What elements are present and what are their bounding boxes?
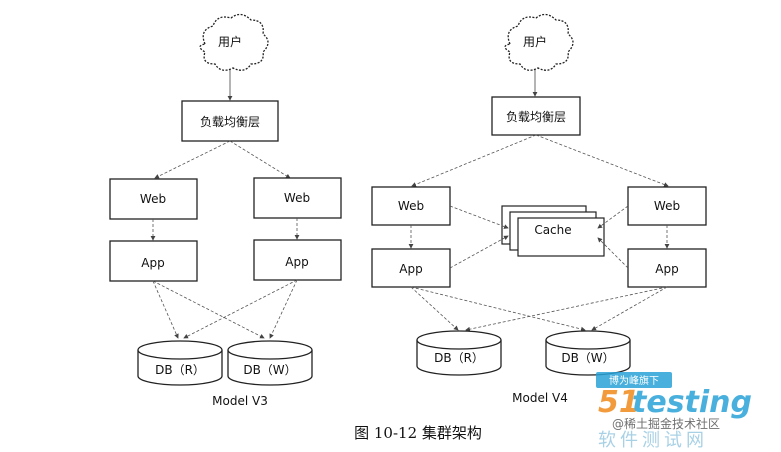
model-v4-label: Model V4 xyxy=(512,391,568,405)
db-read-left: DB（R） xyxy=(137,340,223,386)
model-v4-diagram: 用户 负载均衡层 Web Web App App xyxy=(371,13,707,405)
web-label: Web xyxy=(140,192,166,206)
figure-caption: 图 10-12 集群架构 xyxy=(354,424,482,442)
cache-label: Cache xyxy=(534,223,571,237)
web-server-left-2: Web xyxy=(253,177,342,219)
model-v3-label: Model V3 xyxy=(212,394,268,408)
watermark-testing: testing xyxy=(632,385,752,420)
user-cloud-left: 用户 xyxy=(199,13,269,71)
app-label: App xyxy=(399,262,422,276)
load-balancer-right: 负载均衡层 xyxy=(491,96,581,136)
watermark-cn-name: 软件测试网 xyxy=(598,430,708,448)
51testing-watermark: 博为峰旗下 51 testing @稀土掘金技术社区 软件测试网 xyxy=(596,372,752,451)
user-label-right: 用户 xyxy=(523,34,547,49)
web-label: Web xyxy=(398,199,424,213)
model-v3-diagram: 用户 负载均衡层 Web Web App App xyxy=(109,13,342,408)
app-server-right-2: App xyxy=(627,248,707,288)
db-write-left: DB（W） xyxy=(227,340,313,386)
watermark-badge: 博为峰旗下 xyxy=(609,374,659,387)
db-write-label: DB（W） xyxy=(243,363,296,377)
db-read-label: DB（R） xyxy=(434,351,484,365)
user-cloud-right: 用户 xyxy=(504,13,574,71)
db-write-label: DB（W） xyxy=(561,351,614,365)
web-server-left-1: Web xyxy=(109,178,198,220)
web-server-right-2: Web xyxy=(627,186,707,226)
web-label: Web xyxy=(284,191,310,205)
db-read-label: DB（R） xyxy=(155,363,205,377)
lb-label-right: 负载均衡层 xyxy=(506,110,566,124)
app-label: App xyxy=(655,262,678,276)
web-server-right-1: Web xyxy=(371,186,451,226)
db-write-right: DB（W） xyxy=(545,330,631,376)
app-server-left-2: App xyxy=(253,239,342,281)
user-label-left: 用户 xyxy=(218,34,242,49)
load-balancer-left: 负载均衡层 xyxy=(181,100,279,142)
app-label: App xyxy=(285,255,308,269)
db-read-right: DB（R） xyxy=(416,330,502,376)
watermark-51: 51 xyxy=(598,385,640,420)
cache-cluster: Cache xyxy=(501,205,605,257)
lb-label-left: 负载均衡层 xyxy=(200,115,260,129)
app-label: App xyxy=(141,256,164,270)
app-server-left-1: App xyxy=(109,240,198,282)
watermark-community: @稀土掘金技术社区 xyxy=(612,416,720,431)
app-server-right-1: App xyxy=(371,248,451,288)
web-label: Web xyxy=(654,199,680,213)
